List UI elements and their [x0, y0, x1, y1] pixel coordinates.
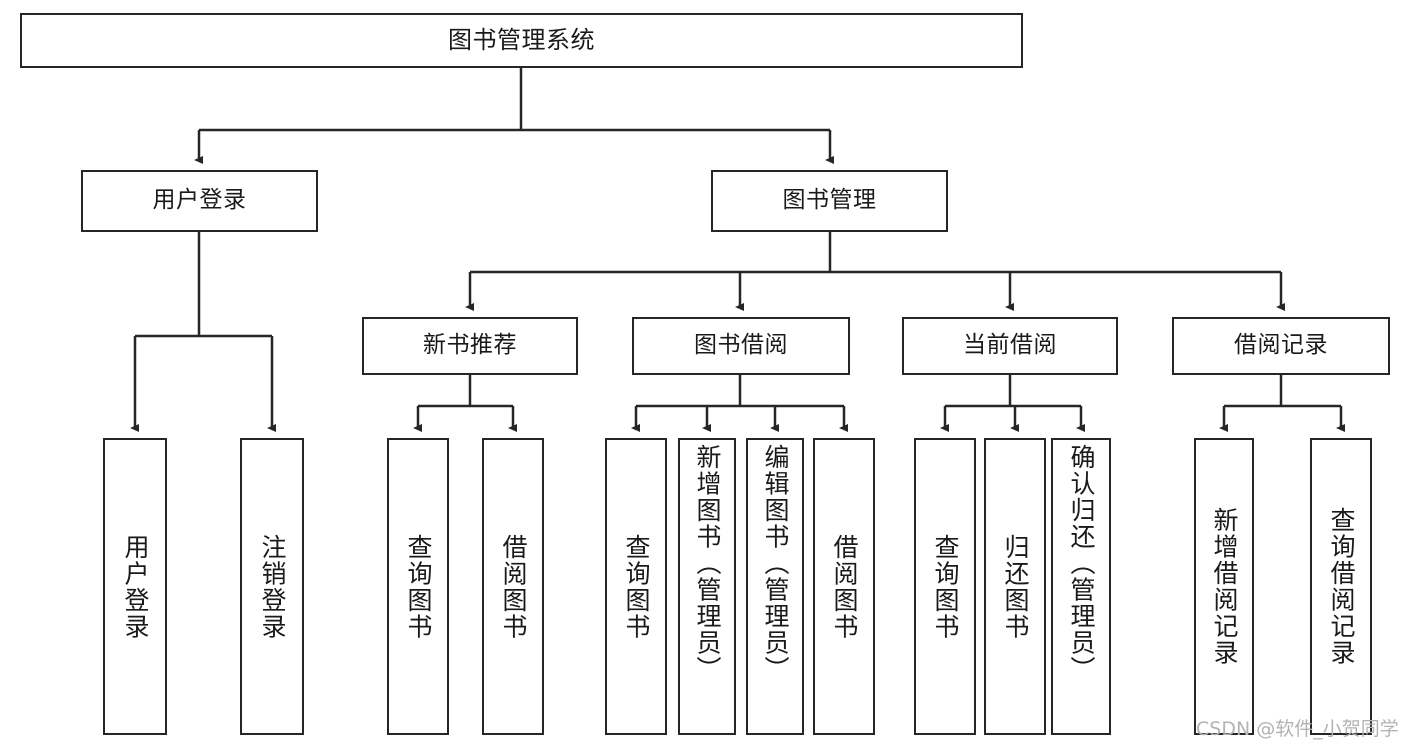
node-user-login[interactable]: 用户登录	[81, 170, 318, 232]
node-leaf-borrow-book-recommend[interactable]: 借阅图书	[482, 438, 544, 735]
node-new-book-recommend[interactable]: 新书推荐	[362, 317, 578, 375]
node-book-borrow[interactable]: 图书借阅	[632, 317, 850, 375]
node-leaf-return-book[interactable]: 归还图书	[984, 438, 1046, 735]
node-leaf-edit-book-admin[interactable]: 编辑图书（管理员）	[746, 438, 804, 735]
node-leaf-query-book-recommend[interactable]: 查询图书	[387, 438, 449, 735]
node-label: 借阅图书	[830, 533, 859, 640]
node-label: 新增借阅记录	[1210, 507, 1239, 666]
node-label: 新书推荐	[423, 332, 517, 359]
node-label: 查询图书	[622, 533, 651, 640]
node-label: 借阅图书	[499, 533, 528, 640]
node-borrow-record[interactable]: 借阅记录	[1172, 317, 1390, 375]
node-leaf-add-borrow-record[interactable]: 新增借阅记录	[1194, 438, 1254, 735]
node-book-management[interactable]: 图书管理	[711, 170, 948, 232]
node-label: 图书借阅	[694, 332, 788, 359]
node-label: 当前借阅	[963, 332, 1057, 359]
node-leaf-logout-login[interactable]: 注销登录	[240, 438, 304, 735]
node-label: 查询图书	[931, 533, 960, 640]
node-leaf-query-book-borrow[interactable]: 查询图书	[605, 438, 667, 735]
node-label: 图书管理系统	[448, 26, 595, 55]
node-leaf-user-login[interactable]: 用户登录	[103, 438, 167, 735]
node-leaf-add-book-admin[interactable]: 新增图书（管理员）	[678, 438, 736, 735]
csdn-watermark: CSDN @软件_小贺同学	[1196, 718, 1399, 740]
node-label: 用户登录	[152, 187, 247, 214]
node-label: 归还图书	[1001, 533, 1030, 640]
node-root-system[interactable]: 图书管理系统	[20, 13, 1023, 68]
node-label: 查询借阅记录	[1327, 507, 1356, 666]
node-label: 新增图书（管理员）	[693, 444, 722, 683]
node-current-borrow[interactable]: 当前借阅	[902, 317, 1118, 375]
node-label: 借阅记录	[1234, 332, 1328, 359]
node-label: 确认归还（管理员）	[1067, 444, 1096, 683]
node-leaf-borrow-book-borrow[interactable]: 借阅图书	[813, 438, 875, 735]
node-label: 注销登录	[258, 533, 287, 640]
node-label: 编辑图书（管理员）	[761, 444, 790, 683]
node-leaf-confirm-return-admin[interactable]: 确认归还（管理员）	[1051, 438, 1111, 735]
node-label: 图书管理	[782, 187, 877, 214]
node-leaf-query-book-current[interactable]: 查询图书	[914, 438, 976, 735]
node-leaf-query-borrow-record[interactable]: 查询借阅记录	[1310, 438, 1372, 735]
node-label: 用户登录	[121, 533, 150, 640]
node-label: 查询图书	[404, 533, 433, 640]
